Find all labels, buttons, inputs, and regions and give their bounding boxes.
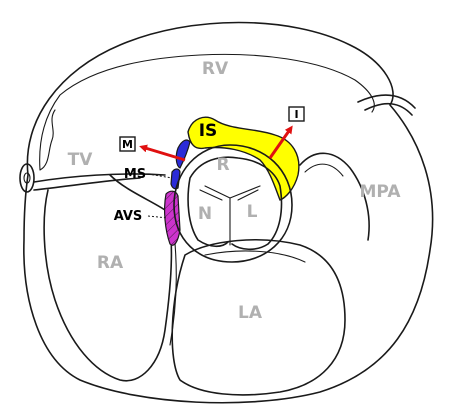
rv-label: RV — [202, 59, 229, 79]
rv-inner-wall — [39, 53, 375, 171]
mpa-inner — [304, 163, 344, 177]
appendage-nub-inner — [23, 172, 31, 184]
avs-label: AVS — [114, 209, 143, 224]
mpa-label: MPA — [360, 182, 402, 202]
n-cusp-label: N — [198, 204, 212, 224]
mpa-lower — [299, 152, 370, 241]
arrow-to-m — [139, 144, 186, 162]
i-box — [288, 106, 305, 122]
r-cusp-label: R — [216, 155, 229, 175]
arrow-to-i — [268, 125, 293, 159]
la-boundary — [171, 239, 346, 396]
av-septum-region — [164, 190, 181, 246]
l-cusp-label: L — [247, 202, 258, 222]
ra-label: RA — [97, 253, 124, 273]
tv-label: TV — [68, 150, 94, 170]
ms-label: MS — [124, 167, 146, 182]
la-inner-line — [204, 250, 306, 263]
mpa-outer — [357, 94, 416, 116]
ra-boundary — [43, 174, 173, 382]
outer-heart-contour — [23, 21, 434, 404]
m-label: M — [122, 138, 133, 151]
m-box — [119, 136, 136, 152]
membranous-septum-region — [175, 139, 191, 169]
la-label: LA — [238, 303, 263, 323]
avs-leader-line — [147, 215, 169, 219]
is-label: IS — [199, 121, 218, 141]
aortic-valve-cusps — [187, 156, 283, 251]
aortic-commissures — [199, 185, 261, 246]
appendage-nub — [19, 163, 35, 193]
i-label: I — [294, 108, 298, 121]
aortic-root — [173, 144, 293, 263]
ms-leader-line — [147, 173, 173, 179]
